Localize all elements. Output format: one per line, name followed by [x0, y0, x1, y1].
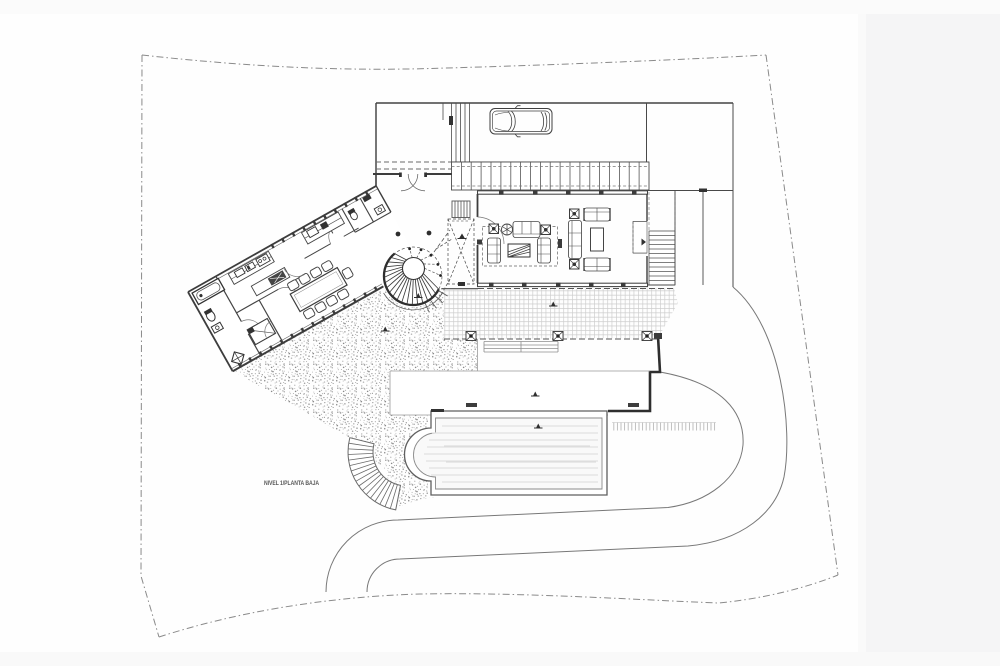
- svg-text:NIVEL 1/PLANTA BAJA: NIVEL 1/PLANTA BAJA: [264, 480, 319, 487]
